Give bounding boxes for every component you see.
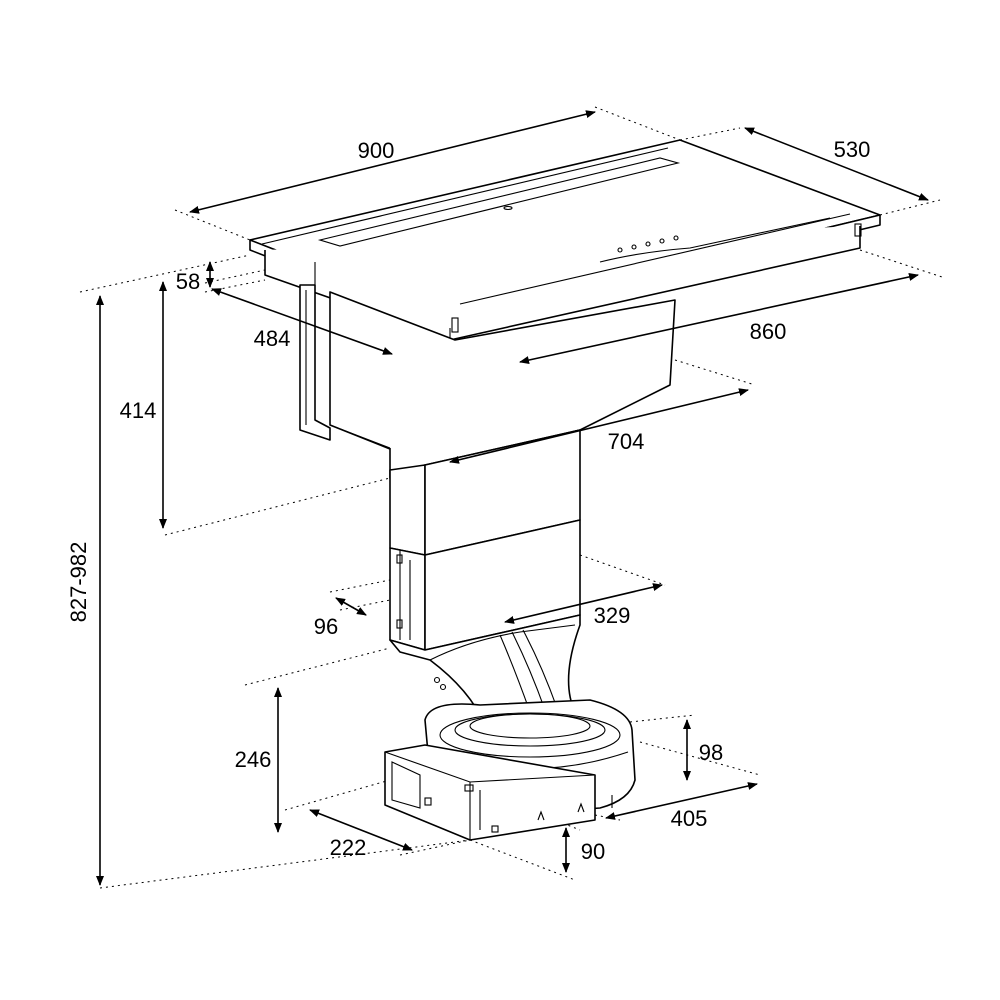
- label-484: 484: [254, 326, 291, 351]
- label-96: 96: [314, 614, 338, 639]
- label-860: 860: [750, 319, 787, 344]
- arrow-405: [605, 782, 758, 820]
- motor-base: [384, 699, 636, 841]
- dimension-labels: 900 530 58 484 860 414 704 827-982 96 32…: [66, 137, 870, 864]
- arrow-704: [449, 388, 749, 464]
- arrow-484: [211, 288, 393, 355]
- dimension-arrows: [96, 110, 929, 886]
- extension-lines: [79, 106, 946, 889]
- label-405: 405: [671, 806, 708, 831]
- label-827-982: 827-982: [66, 542, 91, 623]
- arrow-96: [335, 597, 367, 616]
- label-414: 414: [120, 398, 157, 423]
- arrow-860: [519, 273, 919, 364]
- label-900: 900: [358, 138, 395, 163]
- label-58: 58: [176, 269, 200, 294]
- label-530: 530: [834, 137, 871, 162]
- arrow-530: [744, 127, 929, 201]
- arrow-900: [189, 110, 596, 214]
- label-246: 246: [235, 747, 272, 772]
- label-222: 222: [330, 835, 367, 860]
- label-98: 98: [699, 740, 723, 765]
- arrow-222: [309, 809, 413, 851]
- label-704: 704: [608, 429, 645, 454]
- arrow-329: [504, 583, 663, 624]
- label-90: 90: [581, 839, 605, 864]
- label-329: 329: [594, 603, 631, 628]
